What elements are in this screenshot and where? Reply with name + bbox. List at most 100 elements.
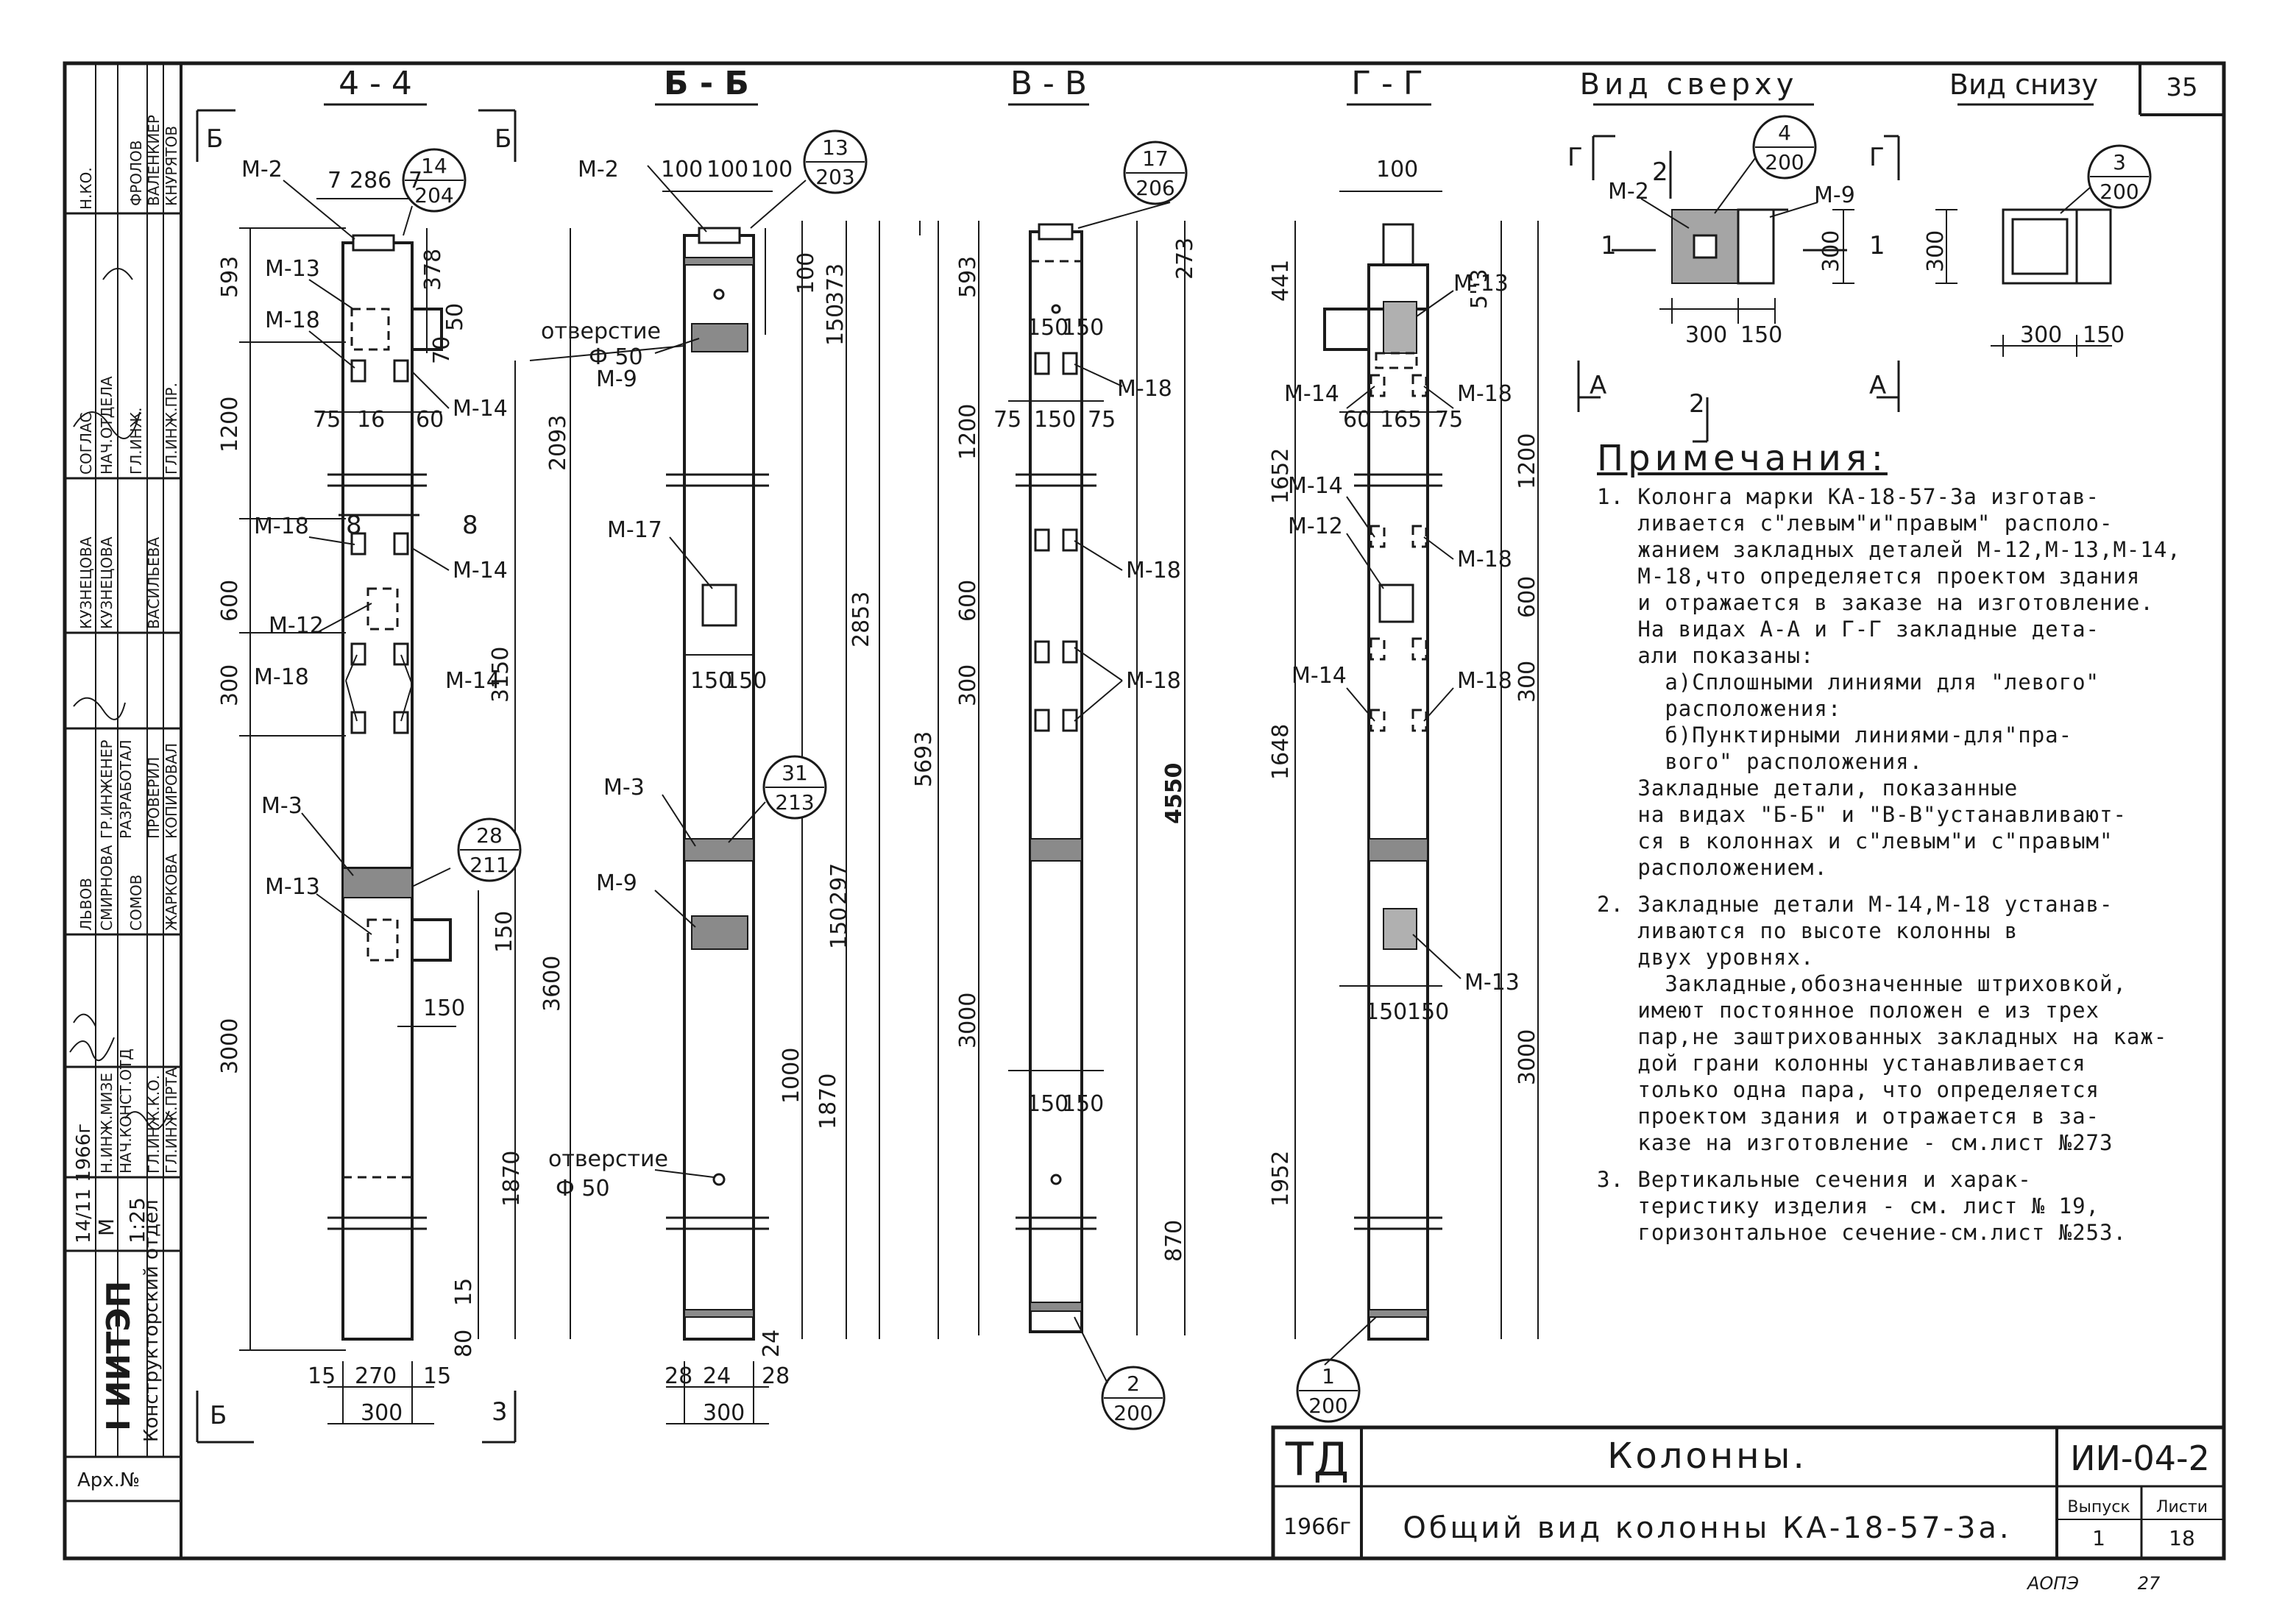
notes-heading: Примечания: [1597, 438, 1888, 479]
title-top-view: Вид сверху [1580, 68, 1799, 102]
svg-text:4550: 4550 [1161, 763, 1187, 825]
svg-text:ГР.ИНЖЕНЕР: ГР.ИНЖЕНЕР [98, 739, 116, 839]
svg-text:5''3: 5''3 [1467, 269, 1492, 309]
svg-text:150: 150 [423, 996, 465, 1021]
svg-text:СМИРНОВА: СМИРНОВА [98, 845, 116, 931]
column-v-v [1016, 223, 1096, 1333]
svg-text:50: 50 [442, 303, 468, 331]
svg-text:КУЗНЕЦОВА: КУЗНЕЦОВА [98, 536, 116, 629]
label-c1-m2: М-2 [241, 157, 283, 182]
svg-text:150: 150 [725, 668, 767, 694]
svg-text:Г: Г [1567, 143, 1583, 172]
note-2: 2. Закладные детали М-14,М-18 устанав- л… [1597, 892, 2168, 1155]
label-c1-m12: М-12 [269, 613, 324, 639]
svg-text:ВАЛЕНКИЕР: ВАЛЕНКИЕР [145, 115, 163, 206]
label-c4-m14b: М-14 [1288, 473, 1343, 499]
svg-text:1200: 1200 [955, 404, 981, 460]
svg-text:80: 80 [451, 1330, 477, 1358]
label-c4-m14c: М-14 [1292, 663, 1347, 689]
svg-text:1200: 1200 [217, 397, 243, 453]
svg-text:300: 300 [703, 1400, 745, 1426]
title-td: ТД [1285, 1433, 1349, 1486]
svg-text:ГЛ.ИНЖ.ПР.: ГЛ.ИНЖ.ПР. [163, 383, 180, 475]
svg-text:РАЗРАБОТАЛ: РАЗРАБОТАЛ [117, 739, 135, 839]
svg-text:1870: 1870 [499, 1151, 525, 1207]
label-c4-m12: М-12 [1288, 514, 1343, 539]
label-c4-m14a: М-14 [1284, 381, 1339, 407]
svg-text:75: 75 [1435, 407, 1463, 433]
svg-text:15: 15 [308, 1363, 336, 1389]
notes: Примечания: 1. Колонга марки КА-18-57-3а… [1597, 438, 2230, 1256]
svg-text:211: 211 [470, 853, 509, 877]
svg-text:15: 15 [423, 1363, 451, 1389]
svg-text:13: 13 [822, 135, 848, 160]
svg-text:КУЗНЕЦОВА: КУЗНЕЦОВА [77, 536, 95, 629]
label-c1-m18a: М-18 [265, 308, 320, 333]
svg-text:7: 7 [327, 168, 341, 194]
note-3: 3. Вертикальные сечения и харак- теристи… [1597, 1167, 2127, 1245]
section-arrows [196, 109, 517, 1444]
svg-text:300: 300 [217, 664, 243, 706]
svg-text:Б: Б [206, 124, 223, 154]
svg-text:Б: Б [210, 1401, 227, 1430]
svg-text:8: 8 [462, 511, 478, 540]
svg-text:КОПИРОВАЛ: КОПИРОВАЛ [163, 743, 180, 839]
label-c2-m3: М-3 [603, 775, 645, 801]
svg-text:200: 200 [2100, 180, 2139, 204]
svg-text:286: 286 [350, 168, 391, 194]
top-view [1577, 135, 1900, 443]
opening-bottom-word: отверстие [548, 1146, 668, 1172]
label-c1-m18b: М-18 [254, 514, 309, 539]
svg-text:А: А [1590, 371, 1606, 400]
svg-text:150: 150 [492, 911, 517, 953]
label-c1-m14c: М-14 [445, 668, 500, 694]
stamp-org: I ИИТЭП [100, 1281, 138, 1431]
footer-num: 27 [2138, 1573, 2161, 1594]
stamp-date: 14/11 1966г [73, 1124, 95, 1243]
svg-text:ГЛ.ИНЖ.К.О.: ГЛ.ИНЖ.К.О. [145, 1075, 163, 1174]
footer-scribble: АОПЭ [2026, 1573, 2079, 1594]
svg-text:ФРОЛОВ: ФРОЛОВ [127, 140, 145, 206]
stamp-dept: Конструкторский отдел [141, 1199, 163, 1442]
svg-text:60: 60 [1343, 407, 1371, 433]
label-c1-m3: М-3 [261, 793, 302, 819]
svg-text:3000: 3000 [955, 993, 981, 1048]
svg-text:1: 1 [1601, 231, 1617, 260]
svg-text:378: 378 [420, 249, 446, 291]
label-c2-m2: М-2 [578, 157, 619, 182]
issue-value: 1 [2092, 1526, 2105, 1550]
svg-text:2: 2 [1652, 157, 1668, 187]
svg-text:1870: 1870 [815, 1074, 841, 1129]
svg-text:270: 270 [355, 1363, 397, 1389]
svg-text:2: 2 [1689, 389, 1705, 419]
svg-text:17: 17 [1142, 146, 1169, 171]
stamp-scale-m: М [94, 1218, 118, 1236]
svg-text:1: 1 [1322, 1364, 1335, 1388]
svg-text:870: 870 [1161, 1220, 1187, 1262]
title-g-g: Г - Г [1351, 65, 1423, 102]
svg-text:4: 4 [1778, 121, 1791, 145]
sheet-value: 18 [2169, 1526, 2195, 1550]
svg-text:28: 28 [762, 1363, 790, 1389]
svg-text:206: 206 [1135, 176, 1174, 200]
bottom-view [1935, 208, 2112, 357]
dimension-values: 593 1200 600 300 3000 7 286 7 378 50 70 … [217, 157, 2125, 1426]
sheet-number: 35 [2166, 73, 2197, 102]
svg-text:3: 3 [2113, 150, 2126, 174]
svg-text:100: 100 [1376, 157, 1418, 182]
label-tv-m2: М-2 [1608, 179, 1649, 205]
svg-text:100: 100 [793, 252, 819, 294]
svg-text:75: 75 [313, 407, 341, 433]
label-c4-m13b: М-13 [1464, 970, 1520, 996]
svg-text:1652: 1652 [1268, 448, 1294, 504]
svg-text:3000: 3000 [1514, 1029, 1540, 1085]
svg-text:150: 150 [1407, 999, 1449, 1025]
svg-text:Н.ИНЖ.МИЗЕ: Н.ИНЖ.МИЗЕ [98, 1073, 116, 1174]
svg-text:203: 203 [815, 165, 854, 189]
note-1: 1. Колонга марки КА-18-57-3а изготав- ли… [1597, 484, 2181, 880]
svg-text:24: 24 [703, 1363, 731, 1389]
